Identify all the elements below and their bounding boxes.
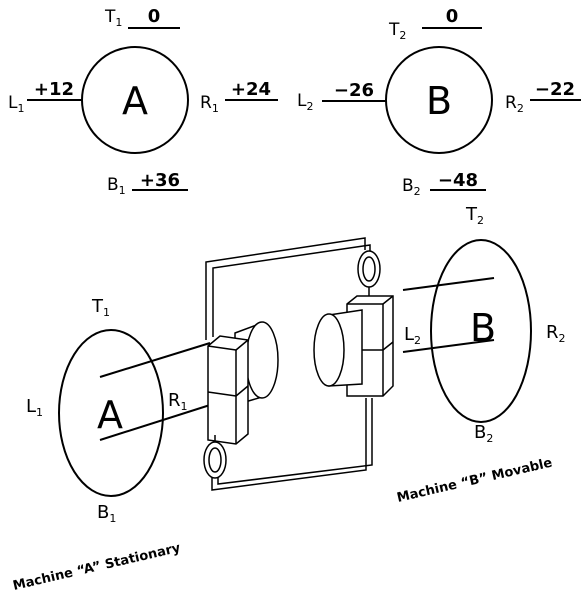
rod-upper-outer [205, 237, 366, 340]
dial-a-top-value: 0 [148, 6, 161, 27]
machine-a-bottom-label: B1 [97, 502, 116, 525]
dial-indicator-top [357, 250, 381, 296]
rod-lower-outer [211, 398, 367, 491]
dial-a-left-label: L1 [8, 93, 24, 115]
dial-b-right-label: R2 [505, 93, 524, 115]
dial-b-left-value: −26 [334, 80, 374, 101]
coupling-hub-b [313, 309, 363, 387]
dial-indicator-bottom [203, 435, 227, 479]
machine-a-right-label: R1 [168, 390, 188, 413]
machine-b-shaft-top [402, 277, 495, 291]
dial-a-left-value: +12 [34, 79, 74, 100]
dial-a-right-value: +24 [231, 79, 271, 100]
dial-a-bottom-label: B1 [107, 175, 126, 197]
machine-a-end-ellipse [58, 329, 164, 497]
dial-b-right-value: −22 [535, 79, 575, 100]
dial-a-right-label: R1 [200, 93, 219, 115]
dial-reading-a: A T1 0 L1 +12 R1 +24 B1 +36 [8, 6, 278, 197]
hub-b-face [313, 313, 345, 387]
machine-a: A [58, 329, 211, 497]
machine-b-shaft-bottom [402, 339, 495, 353]
dial-b-bottom-value: −48 [438, 170, 478, 191]
machine-b: B [402, 239, 532, 423]
machine-a-left-label: L1 [26, 396, 43, 419]
machine-a-top-label: T1 [91, 296, 110, 319]
machine-a-letter: A [97, 393, 123, 437]
dial-b-left-label: L2 [297, 91, 313, 113]
machine-a-caption: Machine “A” Stationary [12, 541, 183, 594]
dial-b-bottom-label: B2 [402, 176, 421, 198]
dial-b-letter: B [426, 79, 452, 123]
dial-reading-b: B T2 0 L2 −26 R2 −22 B2 −48 [297, 6, 581, 198]
indicator-bottom-inner [208, 447, 222, 473]
machine-b-left-label: L2 [404, 324, 421, 347]
dial-a-letter: A [122, 79, 148, 123]
indicator-top-inner [362, 256, 376, 282]
machine-a-shaft-bottom [99, 404, 211, 441]
machine-b-letter: B [470, 306, 496, 350]
bracket-a-block [207, 335, 249, 445]
machine-b-end-ellipse [430, 239, 532, 423]
machine-b-caption: Machine “B” Movable [396, 455, 554, 505]
dial-b-top-value: 0 [446, 6, 459, 27]
bracket-a [207, 335, 249, 445]
machine-a-shaft-top [99, 342, 211, 378]
dial-a-top-label: T1 [104, 7, 122, 29]
dial-a-bottom-value: +36 [140, 170, 180, 191]
machine-b-right-label: R2 [546, 322, 566, 345]
machine-b-bottom-label: B2 [474, 422, 493, 445]
machine-assembly: A B [12, 204, 566, 594]
machine-b-top-label: T2 [465, 204, 484, 227]
dial-b-top-label: T2 [388, 20, 406, 42]
hub-a-face [245, 321, 279, 399]
